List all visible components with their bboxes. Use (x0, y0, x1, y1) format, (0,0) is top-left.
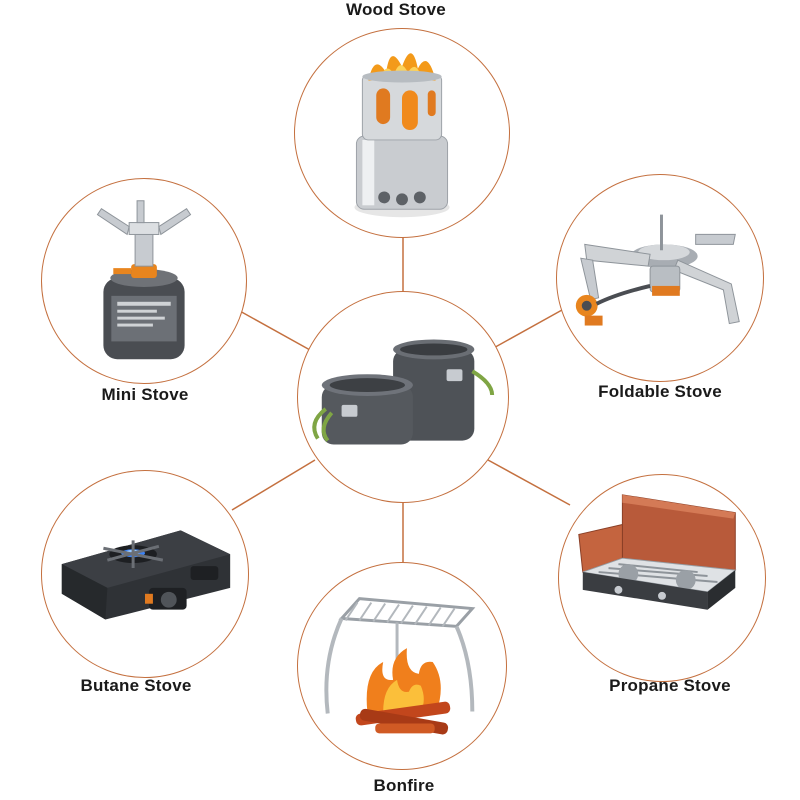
mini-stove-icon (96, 200, 192, 360)
mini-stove-circle (41, 178, 247, 384)
propane-stove-label: Propane Stove (609, 676, 731, 695)
connector-propane (487, 459, 571, 506)
wood-stove-label: Wood Stove (346, 0, 446, 19)
foldable-stove-label: Foldable Stove (598, 382, 722, 401)
foldable-stove-circle (556, 174, 764, 382)
propane-stove-icon (578, 494, 737, 610)
butane-stove-label: Butane Stove (80, 676, 192, 695)
cookware-pot-set-icon (312, 339, 495, 445)
connector-mini (237, 309, 311, 351)
foldable-stove-icon (575, 214, 740, 326)
butane-stove-icon (61, 530, 231, 620)
wood-stove-icon (354, 53, 450, 218)
bonfire-circle (297, 562, 507, 770)
butane-stove-circle (41, 470, 249, 678)
connector-butane (231, 459, 316, 511)
propane-stove-circle (558, 474, 766, 682)
mini-stove-label: Mini Stove (101, 385, 189, 404)
cookware-center-circle (297, 291, 509, 503)
bonfire-grill-icon (324, 597, 476, 735)
connector-foldable (489, 309, 563, 351)
wood-stove-circle (294, 28, 510, 238)
bonfire-label: Bonfire (373, 776, 435, 795)
